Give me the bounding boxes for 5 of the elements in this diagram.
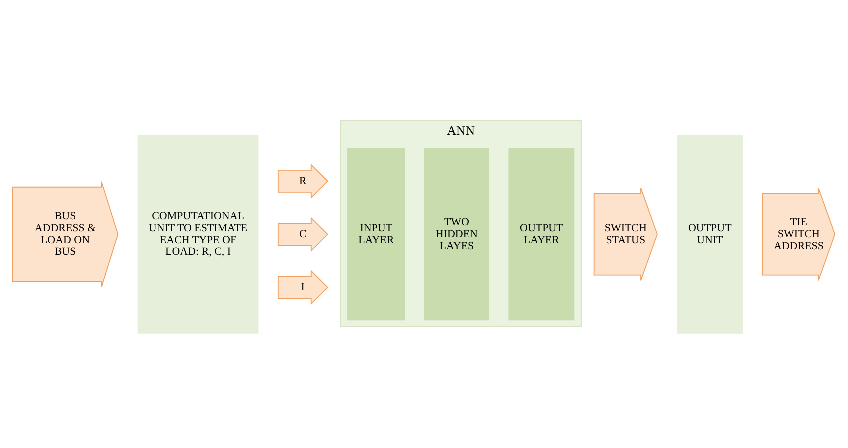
node-box: TWO HIDDEN LAYES: [424, 148, 490, 321]
node-box: OUTPUT LAYER: [508, 148, 575, 321]
node-box: OUTPUT UNIT: [677, 135, 744, 334]
node-box: COMPUTATIONAL UNIT TO ESTIMATE EACH TYPE OF LOAD: R, C, I: [138, 135, 259, 334]
node-box: INPUT LAYER: [348, 148, 406, 321]
